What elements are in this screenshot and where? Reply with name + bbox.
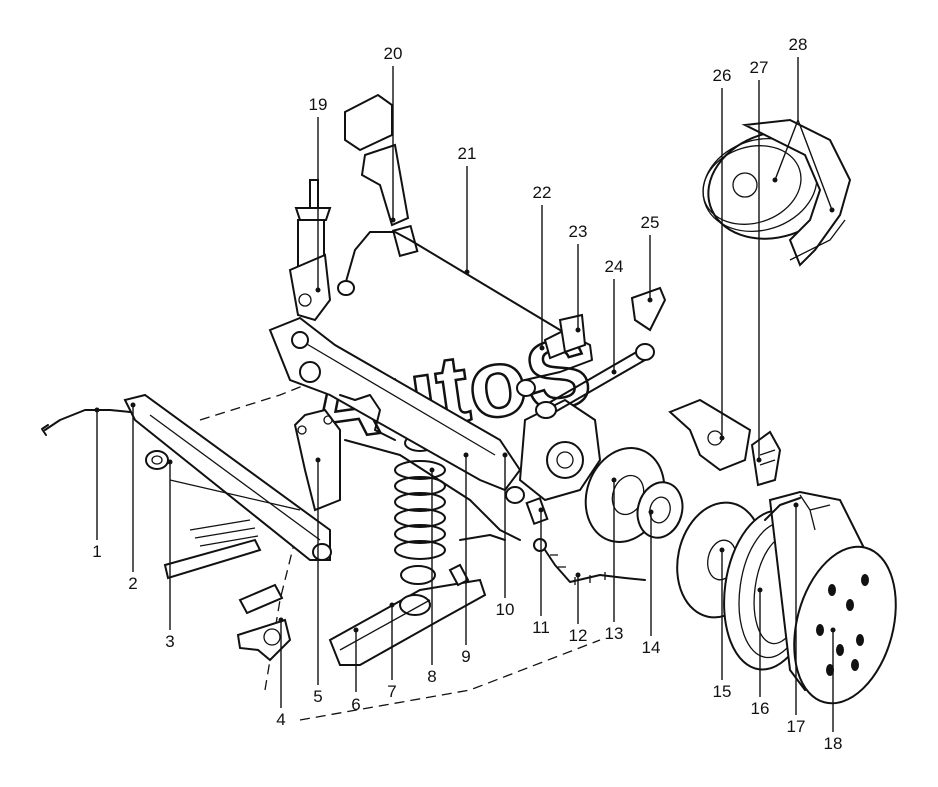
brake-line [344, 439, 521, 541]
callout-23: 23 [569, 222, 588, 241]
callout-9: 9 [461, 647, 470, 666]
callout-13: 13 [605, 624, 624, 643]
callout-20: 20 [384, 44, 403, 63]
shock-absorber [288, 179, 332, 322]
brake-caliper [668, 398, 752, 472]
callout-24: 24 [605, 257, 624, 276]
leader-lines [96, 57, 834, 732]
callout-18: 18 [824, 734, 843, 753]
callout-10: 10 [496, 600, 515, 619]
callout-7: 7 [387, 682, 396, 701]
handbrake-cable [41, 409, 131, 436]
callout-15: 15 [713, 682, 732, 701]
callout-27: 27 [750, 58, 769, 77]
callout-17: 17 [787, 717, 806, 736]
callout-8: 8 [427, 667, 436, 686]
lateral-link [535, 343, 655, 419]
bush [145, 450, 169, 470]
callout-25: 25 [641, 213, 660, 232]
trailing-arm [123, 393, 331, 580]
callout-21: 21 [458, 144, 477, 163]
brake-hose-fitting [525, 496, 549, 552]
stabilizer-bar [337, 231, 593, 397]
spare-wheel [702, 118, 852, 267]
brake-pads [750, 430, 782, 487]
callout-11: 11 [532, 618, 550, 637]
lower-control-arm [328, 563, 487, 666]
callout-12: 12 [569, 626, 588, 645]
flexible-brake-hose [544, 549, 646, 585]
clamp-brackets [236, 583, 292, 662]
callout-6: 6 [351, 695, 360, 714]
wheel-cover [793, 545, 897, 705]
callout-5: 5 [313, 687, 322, 706]
callout-28: 28 [789, 35, 808, 54]
callout-16: 16 [751, 699, 770, 718]
mounting-bracket [630, 286, 667, 332]
callout-14: 14 [642, 638, 661, 657]
axle-beam [268, 316, 522, 492]
callout-4: 4 [276, 710, 285, 729]
callout-2: 2 [128, 574, 137, 593]
callout-22: 22 [533, 183, 552, 202]
callout-19: 19 [309, 95, 328, 114]
link-brackets [543, 313, 587, 360]
hub-bearing [636, 481, 684, 539]
callout-26: 26 [713, 66, 732, 85]
callout-labels: 1 2 3 4 5 6 7 8 9 10 11 12 13 14 15 16 1… [92, 35, 842, 753]
callout-1: 1 [92, 542, 101, 561]
callout-3: 3 [165, 632, 174, 651]
leader-dots [94, 177, 836, 633]
